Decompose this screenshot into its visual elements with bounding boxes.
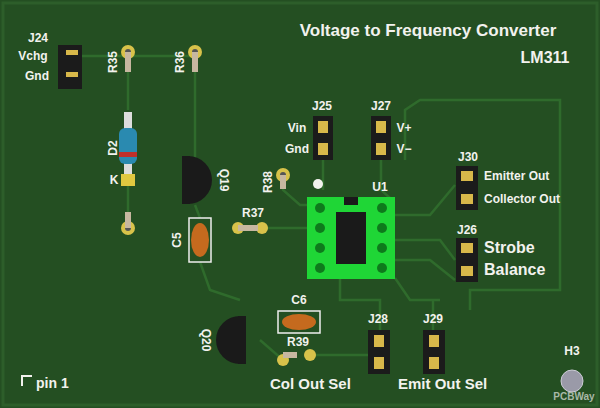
ref-designator: J29 bbox=[423, 313, 443, 325]
ref-designator: Q20 bbox=[200, 329, 212, 352]
pin-header bbox=[58, 45, 82, 89]
ref-designator: Q19 bbox=[218, 169, 230, 192]
diode-symbol bbox=[119, 112, 137, 186]
ic-socket bbox=[307, 179, 395, 279]
pin1-mark bbox=[22, 376, 32, 386]
ref-designator: C6 bbox=[291, 294, 306, 306]
ref-designator: D2 bbox=[107, 140, 119, 155]
ref-designator: C5 bbox=[171, 232, 183, 247]
pin-name: Gnd bbox=[25, 70, 49, 82]
pin-name: Collector Out bbox=[484, 193, 560, 205]
pin-name: Strobe bbox=[484, 240, 535, 256]
pin-name: V− bbox=[396, 143, 411, 155]
pin-name: Vchg bbox=[18, 50, 47, 62]
jumper-label: Emit Out Sel bbox=[398, 376, 487, 391]
ref-designator: R36 bbox=[174, 51, 186, 73]
ref-designator: R35 bbox=[107, 51, 119, 73]
pin-name: K bbox=[110, 174, 119, 186]
ref-designator: U1 bbox=[372, 181, 387, 193]
transistor-symbol bbox=[182, 156, 246, 364]
board-title: Voltage to Frequency Converter bbox=[300, 22, 557, 39]
copper-traces bbox=[82, 56, 560, 360]
ref-designator: J27 bbox=[371, 100, 391, 112]
pin1-label: pin 1 bbox=[36, 376, 69, 390]
ref-designator: R39 bbox=[287, 336, 309, 348]
ref-designator: J24 bbox=[28, 32, 48, 44]
ref-designator: J25 bbox=[312, 100, 332, 112]
ref-designator: J28 bbox=[368, 313, 388, 325]
watermark: PCBWay bbox=[553, 392, 594, 402]
pin-name: Emitter Out bbox=[484, 170, 549, 182]
pin-name: V+ bbox=[396, 122, 411, 134]
pin-name: Gnd bbox=[285, 143, 309, 155]
board-subtitle: LM311 bbox=[521, 50, 570, 66]
pin-name: Balance bbox=[484, 262, 545, 278]
mounting-hole bbox=[561, 370, 583, 392]
capacitor-symbol bbox=[189, 218, 320, 333]
ref-designator: J26 bbox=[457, 224, 477, 236]
ref-designator: H3 bbox=[564, 345, 579, 357]
ref-designator: R37 bbox=[242, 207, 264, 219]
pin-header bbox=[313, 116, 478, 374]
resistor-pad bbox=[121, 45, 316, 366]
ref-designator: J30 bbox=[458, 151, 478, 163]
ref-designator: R38 bbox=[262, 171, 274, 193]
jumper-label: Col Out Sel bbox=[270, 376, 351, 391]
pin-name: Vin bbox=[288, 122, 306, 134]
